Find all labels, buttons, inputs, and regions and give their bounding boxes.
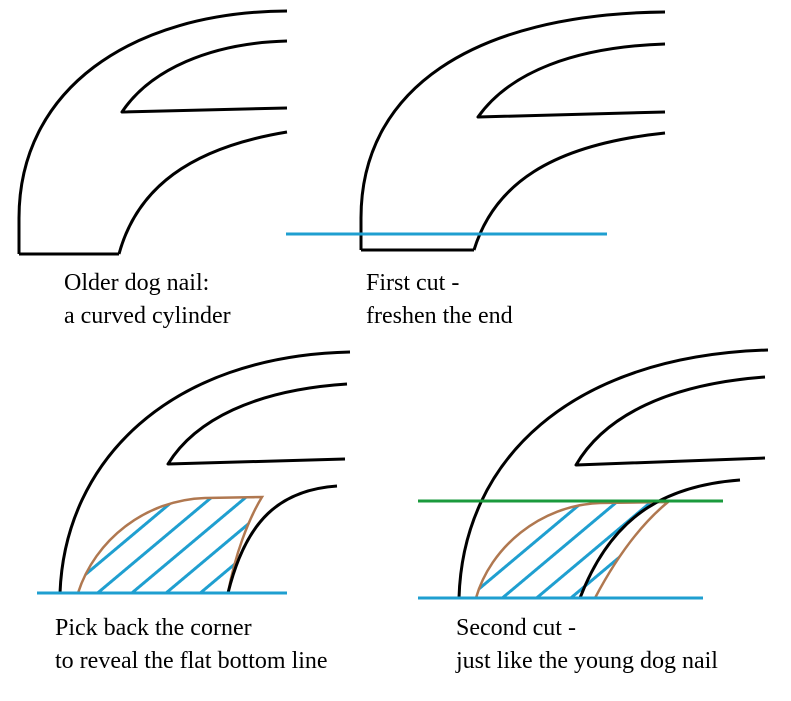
panel-4-caption: Second cut - just like the young dog nai… xyxy=(456,612,718,678)
caption-line: to reveal the flat bottom line xyxy=(55,648,328,674)
nail-outer-edge xyxy=(17,9,288,254)
caption-line: just like the young dog nail xyxy=(456,648,718,674)
quick-outline xyxy=(166,382,348,466)
corner-hatched-region xyxy=(76,495,265,595)
panel-3-caption: Pick back the corner to reveal the flat … xyxy=(55,612,328,678)
panel-1-caption: Older dog nail: a curved cylinder xyxy=(64,267,231,333)
panel-2-caption: First cut - freshen the end xyxy=(366,267,513,333)
caption-line: freshen the end xyxy=(366,303,513,329)
nail-inner-edge xyxy=(578,478,741,599)
caption-line: a curved cylinder xyxy=(64,303,231,329)
nail-inner-edge xyxy=(472,131,666,251)
corner-hatched-region xyxy=(474,500,672,600)
quick-outline xyxy=(476,42,666,119)
caption-line: Second cut - xyxy=(456,615,576,641)
panel-2-nail-outline xyxy=(359,10,666,252)
quick-outline xyxy=(574,375,766,467)
nail-outer-edge xyxy=(58,350,351,594)
caption-line: First cut - xyxy=(366,270,460,296)
caption-line: Older dog nail: xyxy=(64,270,210,296)
nail-outer-edge xyxy=(359,10,666,250)
caption-line: Pick back the corner xyxy=(55,615,252,641)
nail-inner-edge xyxy=(117,130,288,255)
panel-3-nail-outline xyxy=(58,350,351,594)
quick-outline xyxy=(120,39,288,114)
panel-1-nail-outline xyxy=(17,9,288,256)
panel-4-nail-outline xyxy=(457,348,769,599)
nail-outer-edge xyxy=(457,348,769,599)
nail-inner-edge xyxy=(226,484,338,594)
